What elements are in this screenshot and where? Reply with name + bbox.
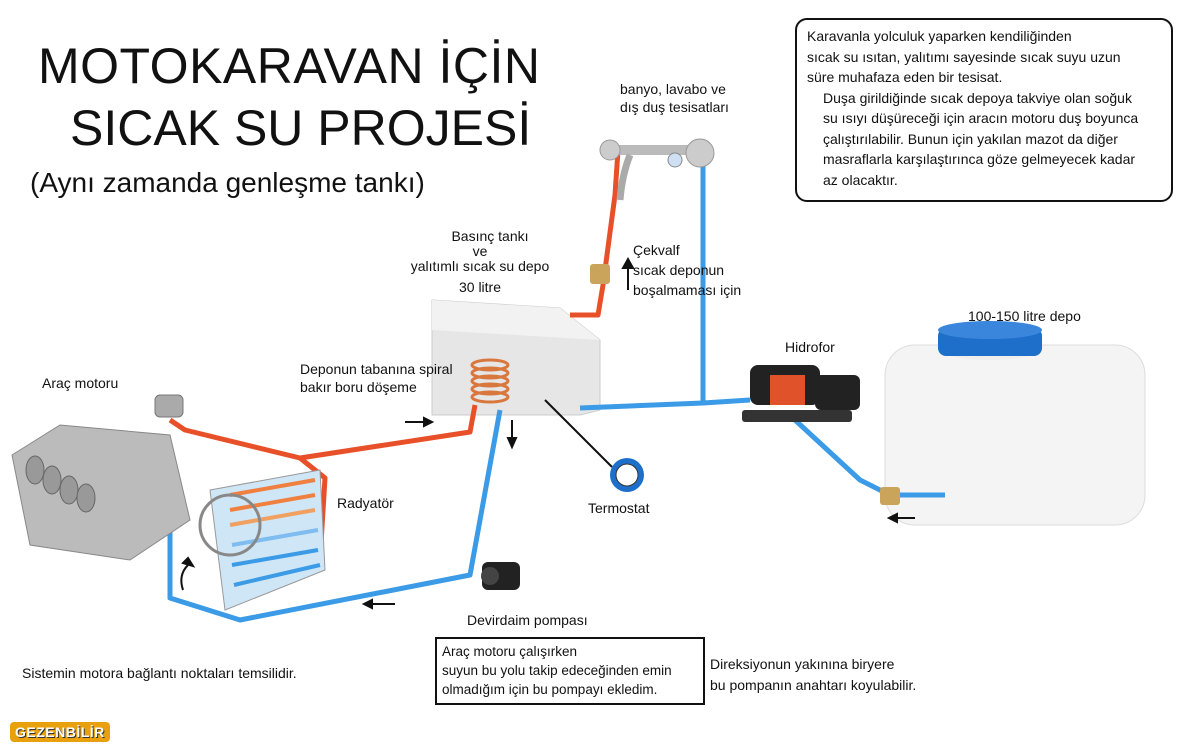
water-tank-label: 100-150 litre depo: [968, 308, 1081, 324]
info-line: su ısıyı düşüreceği için aracın motoru d…: [823, 110, 1139, 126]
info-line: az olacaktır.: [823, 171, 898, 188]
check-valve-tank-icon: [880, 487, 900, 505]
check-valve-icon: [590, 264, 610, 284]
faucet-icon: [599, 138, 715, 201]
radiator-label: Radyatör: [337, 495, 394, 511]
info-line: Duşa girildiğinde sıcak depoya takviye o…: [823, 89, 1132, 106]
pump-note-box: Araç motoru çalışırken suyun bu yolu tak…: [435, 637, 705, 705]
hot-pipe-engine: [168, 404, 478, 461]
hydrophore-pump-icon: [742, 365, 860, 422]
hydrophore-label: Hidrofor: [785, 339, 835, 355]
cold-pipe-tank: [793, 418, 945, 498]
info-line: masraflarla karşılaştırınca göze gelmeye…: [823, 151, 1136, 167]
engine-note: Sistemin motora bağlantı noktaları temsi…: [22, 665, 297, 681]
title-subtitle: (Aynı zamanda genleşme tankı): [30, 167, 425, 198]
title-line-1: MOTOKARAVAN İÇİN: [38, 38, 541, 94]
circulation-pump-icon: [481, 562, 520, 590]
flow-arrows: [180, 256, 915, 610]
thermostat-label: Termostat: [588, 500, 650, 516]
radiator-icon: [198, 469, 326, 611]
logo: GEZENBİLİR: [10, 722, 110, 742]
info-box: Karavanla yolculuk yaparken kendiliğinde…: [795, 18, 1173, 202]
check-valve-label: Çekvalf sıcak deponun boşalmaması için: [633, 242, 742, 298]
info-line: Karavanla yolculuk yaparken kendiliğinde…: [807, 28, 1072, 44]
tank-label: Basınç tankı ve yalıtımlı sıcak su depo …: [410, 228, 550, 295]
copper-coil: [470, 358, 510, 404]
engine-label: Araç motoru: [42, 375, 119, 391]
info-line: süre muhafaza eden bir tesisat.: [807, 69, 1003, 85]
title-line-2: SICAK SU PROJESİ: [70, 100, 532, 156]
cold-pipe-pump: [702, 397, 751, 406]
engine-icon: [11, 394, 191, 561]
info-line: sıcak su ısıtan, yalıtımı sayesinde sıca…: [807, 48, 1121, 65]
circulation-pump-label: Devirdaim pompası: [467, 612, 588, 628]
thermostat-icon: [610, 458, 644, 492]
water-tank: [884, 321, 1146, 526]
info-line: çalıştırılabilir. Bunun için yakılan maz…: [823, 130, 1118, 147]
hot-pipe-faucet: [570, 149, 621, 318]
cold-pipe-return: [167, 409, 503, 623]
